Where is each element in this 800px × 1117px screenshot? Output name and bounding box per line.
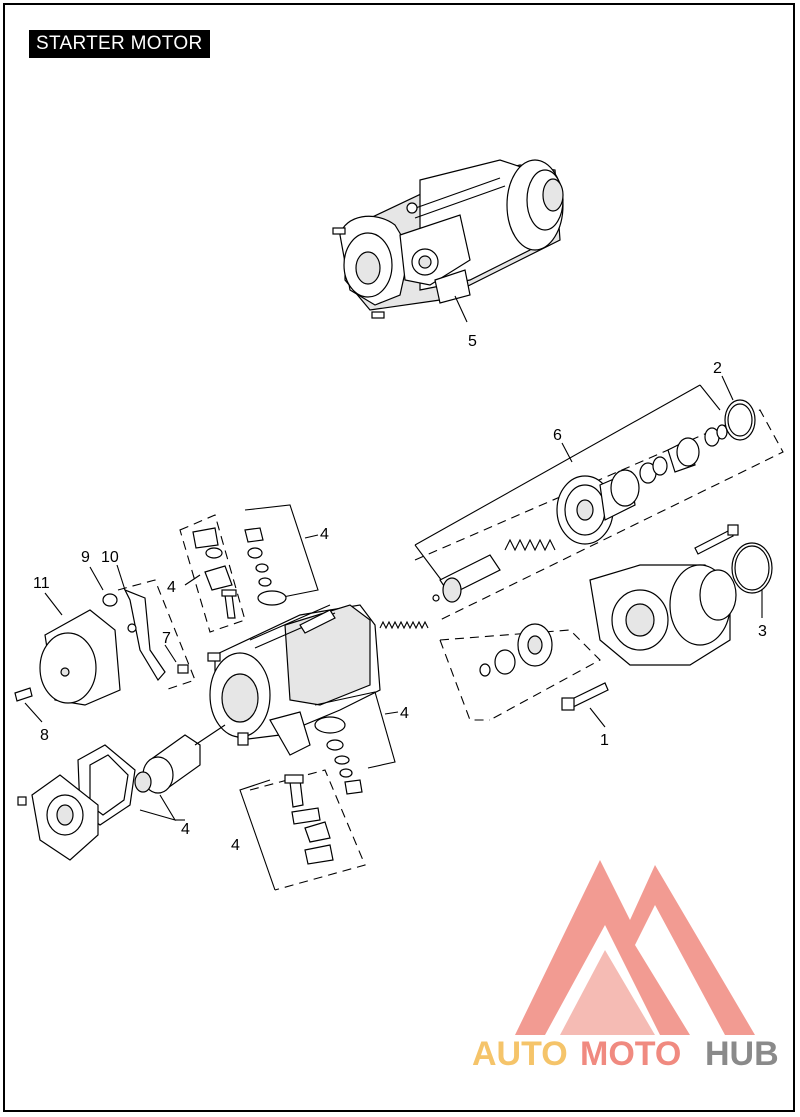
solenoid-contacts-upper xyxy=(192,527,237,619)
drive-assembly xyxy=(379,399,756,630)
leader-10 xyxy=(116,564,126,591)
leader-11 xyxy=(44,592,63,616)
callout-7: 7 xyxy=(162,630,171,647)
watermark-logo xyxy=(515,860,755,1035)
callout-9: 9 xyxy=(81,549,90,566)
watermark-moto: MOTO xyxy=(580,1035,681,1073)
solenoid-nut-stack-lower xyxy=(314,716,363,795)
leader-2 xyxy=(721,375,734,401)
solenoid-contacts-lower xyxy=(284,774,334,865)
diagram-frame xyxy=(3,3,795,1112)
drive-housing xyxy=(479,524,773,711)
callout-6: 6 xyxy=(553,427,562,444)
callout-11: 11 xyxy=(33,575,50,592)
watermark-hub: HUB xyxy=(705,1035,779,1073)
dashed-boundary-bracket xyxy=(117,579,196,691)
watermark-auto: AUTO xyxy=(472,1035,568,1073)
callout-10: 10 xyxy=(101,549,119,566)
bracket-and-cover xyxy=(14,588,189,706)
leader-8 xyxy=(24,702,43,723)
callout-4a: 4 xyxy=(167,579,176,596)
solenoid-nut-stack-upper xyxy=(244,527,287,606)
armature-and-end-cap xyxy=(17,724,226,861)
leader-7 xyxy=(164,644,177,663)
leader-9 xyxy=(89,566,104,591)
assembled-starter-motor xyxy=(332,159,564,323)
callout-4e: 4 xyxy=(181,821,190,838)
motor-body xyxy=(207,604,381,756)
dashed-boundary-housing xyxy=(439,629,601,721)
callout-4b: 4 xyxy=(320,526,329,543)
callout-8: 8 xyxy=(40,727,49,744)
leader-1 xyxy=(589,707,606,728)
callout-5: 5 xyxy=(468,333,477,350)
callout-4d: 4 xyxy=(231,837,240,854)
callout-4c: 4 xyxy=(400,705,409,722)
callout-3: 3 xyxy=(758,623,767,640)
callout-1: 1 xyxy=(600,732,609,749)
page-title: STARTER MOTOR xyxy=(29,30,211,58)
callout-2: 2 xyxy=(713,360,722,377)
